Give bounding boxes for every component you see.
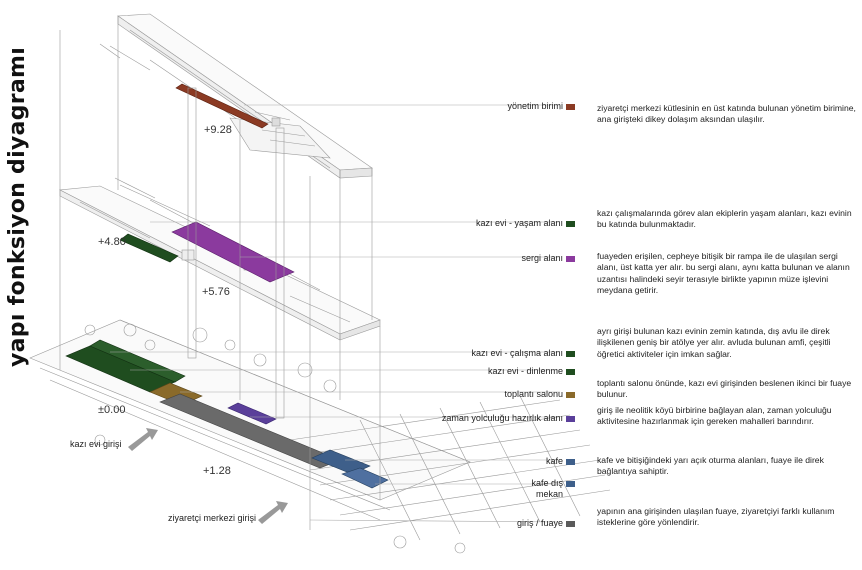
leader-lines bbox=[110, 104, 561, 523]
legend-label-kazi-yasam: kazı evi - yaşam alanı bbox=[475, 218, 563, 228]
legend-swatch-kazi-calisma bbox=[566, 351, 575, 357]
description-kazi-calisma: ayrı girişi bulunan kazı evinin zemin ka… bbox=[597, 326, 831, 359]
arrow-ziyaretci bbox=[258, 501, 288, 524]
area-yonetim bbox=[175, 83, 269, 129]
legend-label-kazi-calisma: kazı evi - çalışma alanı bbox=[471, 348, 563, 358]
description-kazi-yasam: kazı çalışmalarında görev alan ekiplerin… bbox=[597, 208, 852, 230]
legend-swatch-kafe bbox=[566, 459, 575, 465]
legend-swatch-sergi bbox=[566, 256, 575, 262]
legend-swatch-kazi-yasam bbox=[566, 221, 575, 227]
top-floor-slab bbox=[99, 13, 373, 179]
legend-label-kafe: kafe bbox=[545, 456, 563, 466]
legend-label-kafe-dis-2: mekan bbox=[535, 489, 563, 499]
description-zaman: giriş ile neolitik köyü birbirine bağlay… bbox=[597, 405, 832, 427]
elevation-128: +1.28 bbox=[203, 465, 231, 477]
description-kafe: kafe ve bitişiğindeki yarı açık oturma a… bbox=[597, 455, 824, 477]
legend-label-giris: giriş / fuaye bbox=[516, 518, 563, 528]
middle-floor-slab bbox=[58, 177, 381, 341]
legend-label-zaman: zaman yolculuğu hazırlık alanı bbox=[441, 413, 563, 423]
description-toplanti: toplantı salonu önünde, kazı evi girişin… bbox=[597, 378, 852, 400]
legend-label-kafe-dis-1: kafe dış bbox=[531, 478, 563, 488]
description-yonetim: ziyaretçi merkezi kütlesinin en üst katı… bbox=[597, 103, 856, 125]
legend-label-yonetim: yönetim birimi bbox=[507, 101, 563, 111]
legend-swatch-kafe-dis bbox=[566, 481, 575, 487]
legend-swatch-yonetim bbox=[566, 104, 575, 110]
area-zaman-yolculugu bbox=[227, 402, 277, 425]
area-kazi-evi-yasam bbox=[119, 233, 179, 263]
legend-label-sergi: sergi alanı bbox=[521, 253, 563, 263]
description-giris: yapının ana girişinden ulaşılan fuaye, z… bbox=[597, 506, 835, 528]
vertical-cores bbox=[59, 16, 381, 530]
elevation-576: +5.76 bbox=[202, 286, 230, 298]
description-sergi: fuayeden erişilen, cepheye bitişik bir r… bbox=[597, 251, 850, 296]
legend-swatch-zaman bbox=[566, 416, 575, 422]
elevation-000: ±0.00 bbox=[98, 404, 126, 416]
entrance-ziyaretci-label: ziyaretçi merkezi girişi bbox=[168, 513, 257, 523]
legend-swatch-giris bbox=[566, 521, 575, 527]
elevation-928: +9.28 bbox=[204, 124, 232, 136]
entrance-kazi-evi-label: kazı evi girişi bbox=[70, 439, 122, 449]
legend-label-toplanti: toplantı salonu bbox=[504, 389, 563, 399]
diagram-title: yapı fonksiyon diyagramı bbox=[5, 46, 30, 367]
elevation-480: +4.80 bbox=[98, 236, 126, 248]
area-kafe bbox=[311, 449, 371, 475]
arrow-kazi-evi bbox=[128, 428, 158, 451]
legend-swatch-toplanti bbox=[566, 392, 575, 398]
legend-swatch-kazi-dinlenme bbox=[566, 369, 575, 375]
area-kafe-dis bbox=[341, 467, 389, 489]
legend-label-kazi-dinlenme: kazı evi - dinlenme bbox=[487, 366, 563, 376]
